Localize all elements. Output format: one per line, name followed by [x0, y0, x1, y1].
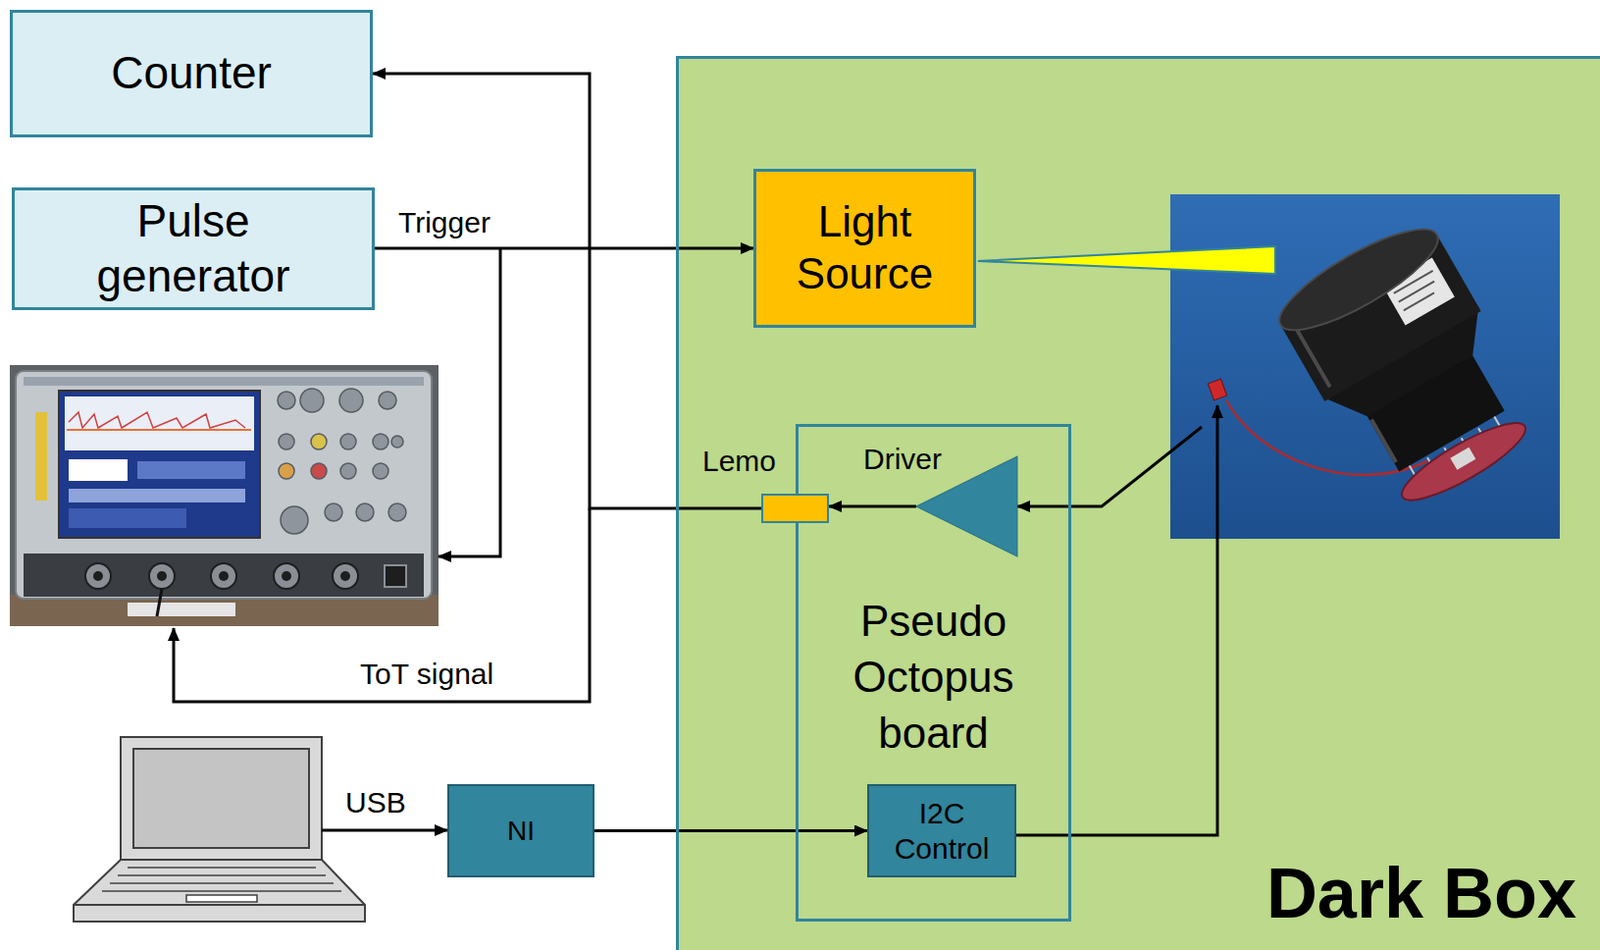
knob [278, 433, 295, 450]
ni-interface-box-label: NI [507, 814, 535, 848]
knob [339, 388, 363, 413]
scope-port [384, 565, 407, 587]
bnc-connectors [85, 563, 407, 589]
bnc-pin [156, 570, 167, 581]
scope-input-band [23, 553, 424, 597]
knob [340, 463, 357, 479]
driver-amplifier: Driver [916, 456, 1018, 557]
scope-menu-panel [68, 508, 187, 528]
counter-box: Counter [9, 9, 373, 138]
bnc-pin [93, 570, 104, 581]
pmt-base-board [1393, 411, 1535, 513]
knob [280, 506, 309, 534]
pulse-generator-box: Pulse generator [11, 187, 375, 310]
pmt-board-chip [1449, 447, 1476, 470]
scope-menu-panel [68, 459, 128, 481]
knob [324, 503, 343, 521]
sensor-chip [1207, 378, 1227, 401]
photo-backdrop [9, 364, 439, 626]
signal-connector [594, 828, 868, 832]
knob [310, 463, 327, 479]
light-source-box: Light Source [753, 168, 977, 328]
i2c-control-box-label: I2C Control [887, 795, 996, 867]
knob [391, 435, 404, 448]
knob [356, 503, 374, 521]
dark-box-region-label: Dark Box [1266, 857, 1577, 929]
light-beam [978, 246, 1276, 274]
bnc-pin [340, 570, 351, 581]
pmt-body [1267, 211, 1550, 521]
scope-menu-panel [68, 488, 246, 503]
signal-name: Trigger [398, 206, 491, 240]
light-source-box-label: Light Source [776, 196, 954, 301]
scope-trace [68, 412, 246, 428]
paper-strip [127, 602, 236, 617]
knob [372, 433, 389, 450]
driver-amplifier-label: Driver [863, 442, 942, 476]
pmt-highlight [1295, 317, 1396, 472]
knob [378, 391, 397, 410]
knob [372, 463, 389, 479]
scope-menu-panel [137, 461, 246, 479]
signal-name: ToT signal [360, 657, 494, 691]
knob [277, 391, 296, 410]
signal-connector [372, 73, 762, 509]
keyboard-rows [102, 867, 342, 891]
bnc-connector [149, 563, 175, 589]
i2c-control-box: I2C Control [867, 783, 1017, 878]
dark-box-region: Dark Box Light SourcePseudo Octopus board… [675, 55, 1600, 950]
laptop-icon [73, 736, 365, 922]
touchpad [186, 894, 258, 902]
dark-box-fill [675, 55, 1600, 950]
knob [310, 433, 327, 450]
signal-wires [173, 248, 1218, 835]
signal-connector [374, 247, 754, 251]
probe-cable [156, 588, 162, 617]
knob [340, 433, 357, 450]
pmt-picture [1170, 194, 1560, 539]
counter-box-label: Counter [110, 46, 272, 101]
signal-name: USB [345, 785, 407, 820]
oscilloscope-picture [9, 364, 439, 626]
laptop-lid [120, 736, 322, 860]
scope-knobs [277, 388, 407, 534]
scope-trace-area [64, 396, 255, 451]
scope-body [15, 370, 432, 599]
pulse-generator-box-label: Pulse generator [65, 194, 321, 303]
ni-interface-box: NI [447, 783, 595, 878]
pmt-window [1267, 211, 1449, 347]
knob [300, 388, 324, 413]
bnc-pin [218, 570, 229, 581]
knob [388, 503, 407, 521]
bnc-connector [273, 563, 300, 589]
laptop-screen [133, 748, 310, 848]
scope-trace [66, 428, 252, 431]
bnc-connector [85, 563, 111, 589]
bnc-connector [210, 563, 237, 589]
trigger-branch-wire [438, 248, 501, 557]
scope-screen [58, 390, 260, 538]
laptop-base [73, 859, 365, 922]
signal-connector [828, 505, 917, 509]
usb-wire [321, 828, 448, 832]
lemo-connector: Lemo [761, 493, 829, 523]
tot-signal-wire [173, 508, 590, 702]
pseudo-octopus-board: Pseudo Octopus boardLemoDriverI2C Contro… [795, 423, 1072, 922]
pmt-signal-wire [1017, 426, 1202, 507]
photo-backdrop [1170, 194, 1560, 539]
bnc-pin [281, 570, 292, 581]
scope-side-strip [35, 412, 48, 501]
lemo-connector-label: Lemo [702, 444, 776, 478]
bnc-connector [332, 563, 359, 589]
laptop-edge [73, 903, 365, 906]
i2c-wire [1016, 405, 1218, 835]
knob [278, 463, 295, 479]
scope-top-strip [23, 376, 424, 386]
pseudo-octopus-board-label: Pseudo Octopus board [835, 592, 1033, 762]
